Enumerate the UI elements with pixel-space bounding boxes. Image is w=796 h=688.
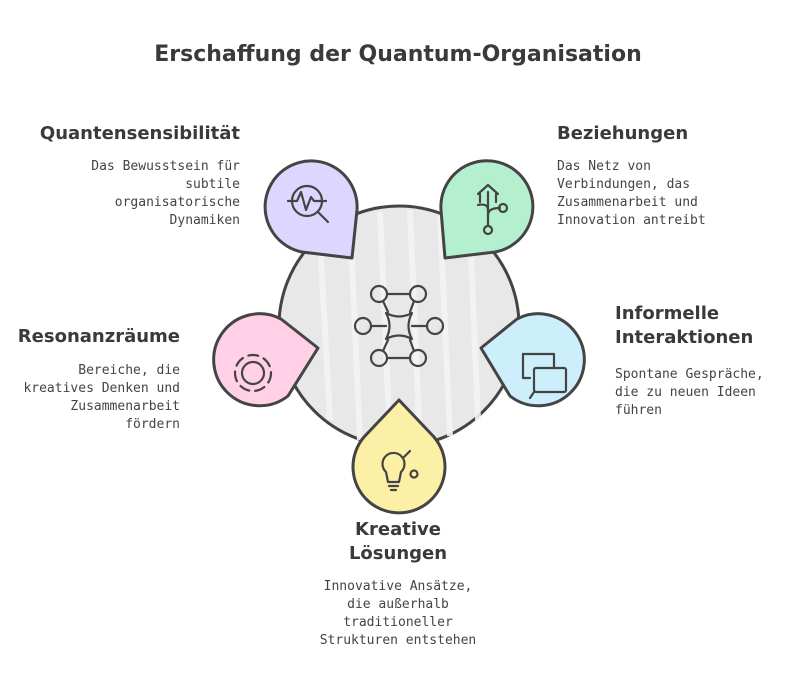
network-hub-icon — [353, 284, 445, 368]
node-kreative-loesungen-petal — [351, 398, 447, 515]
node-quantensensibilitaet-petal — [263, 159, 359, 260]
node-informelle-interaktionen-petal — [479, 312, 586, 408]
node-quantensensibilitaet-description: Das Bewusstsein für subtile organisatori… — [91, 159, 240, 228]
node-resonanzraeume-heading: Resonanzräume — [17, 326, 180, 347]
page-title: Erschaffung der Quantum-Organisation — [154, 42, 642, 67]
node-kreative-loesungen-description: Innovative Ansätze, die außerhalb tradit… — [319, 579, 477, 648]
node-beziehungen-heading: Beziehungen — [557, 123, 689, 144]
network-branch-icon — [476, 183, 509, 236]
node-resonanzraeume-description: Bereiche, die kreatives Denken und Zusam… — [23, 363, 180, 432]
node-beziehungen-description: Das Netz von Verbindungen, das Zusammena… — [557, 159, 706, 228]
node-informelle-interaktionen-heading: Informelle Interaktionen — [615, 303, 754, 348]
node-quantensensibilitaet-heading: Quantensensibilität — [39, 123, 240, 144]
resonance-circle-icon — [233, 353, 273, 393]
node-beziehungen-petal — [439, 159, 535, 260]
waveform-magnifier-icon — [286, 184, 330, 224]
chat-bubbles-icon — [521, 352, 568, 400]
node-kreative-loesungen-heading: Kreative Lösungen — [348, 519, 448, 564]
node-informelle-interaktionen-description: Spontane Gespräche, die zu neuen Ideen f… — [615, 367, 764, 418]
lightbulb-icon — [381, 449, 419, 492]
